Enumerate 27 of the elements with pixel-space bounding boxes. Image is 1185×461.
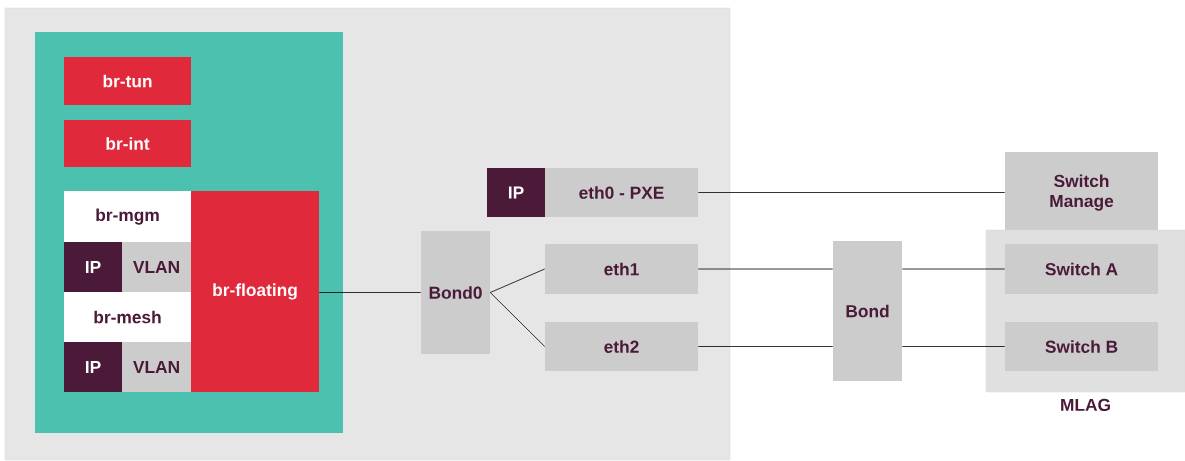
interface-box: eth1 <box>545 244 698 294</box>
bridge-box: br-mesh <box>64 292 191 342</box>
connector-line <box>697 192 1006 193</box>
connector-line <box>901 268 1006 270</box>
bridge-box: br-tun <box>64 57 191 105</box>
interface-box: eth2 <box>545 322 698 371</box>
bond-box: Bond0 <box>421 231 490 354</box>
bridge-box: br-mgm <box>64 191 191 242</box>
connector-line <box>489 268 546 293</box>
switch-box: Switch A <box>1005 244 1158 294</box>
bond-box: Bond <box>833 241 902 381</box>
switch-box: Switch Manage <box>1005 152 1158 233</box>
connector-line <box>697 346 834 347</box>
vlan-box: VLAN <box>122 242 191 292</box>
vlan-box: VLAN <box>122 342 191 392</box>
ip-box: IP <box>64 342 122 392</box>
ip-box: IP <box>64 242 122 292</box>
interface-box: eth0 - PXE <box>545 168 698 217</box>
node-label: MLAG <box>1061 398 1110 411</box>
connector-line <box>901 346 1006 347</box>
ip-box: IP <box>487 168 545 217</box>
bridge-box: br-floating <box>191 191 319 392</box>
connector-line <box>318 292 422 293</box>
bridge-box: br-int <box>64 120 191 167</box>
connector-line <box>489 292 546 347</box>
connector-line <box>697 268 834 270</box>
switch-box: Switch B <box>1005 322 1158 371</box>
